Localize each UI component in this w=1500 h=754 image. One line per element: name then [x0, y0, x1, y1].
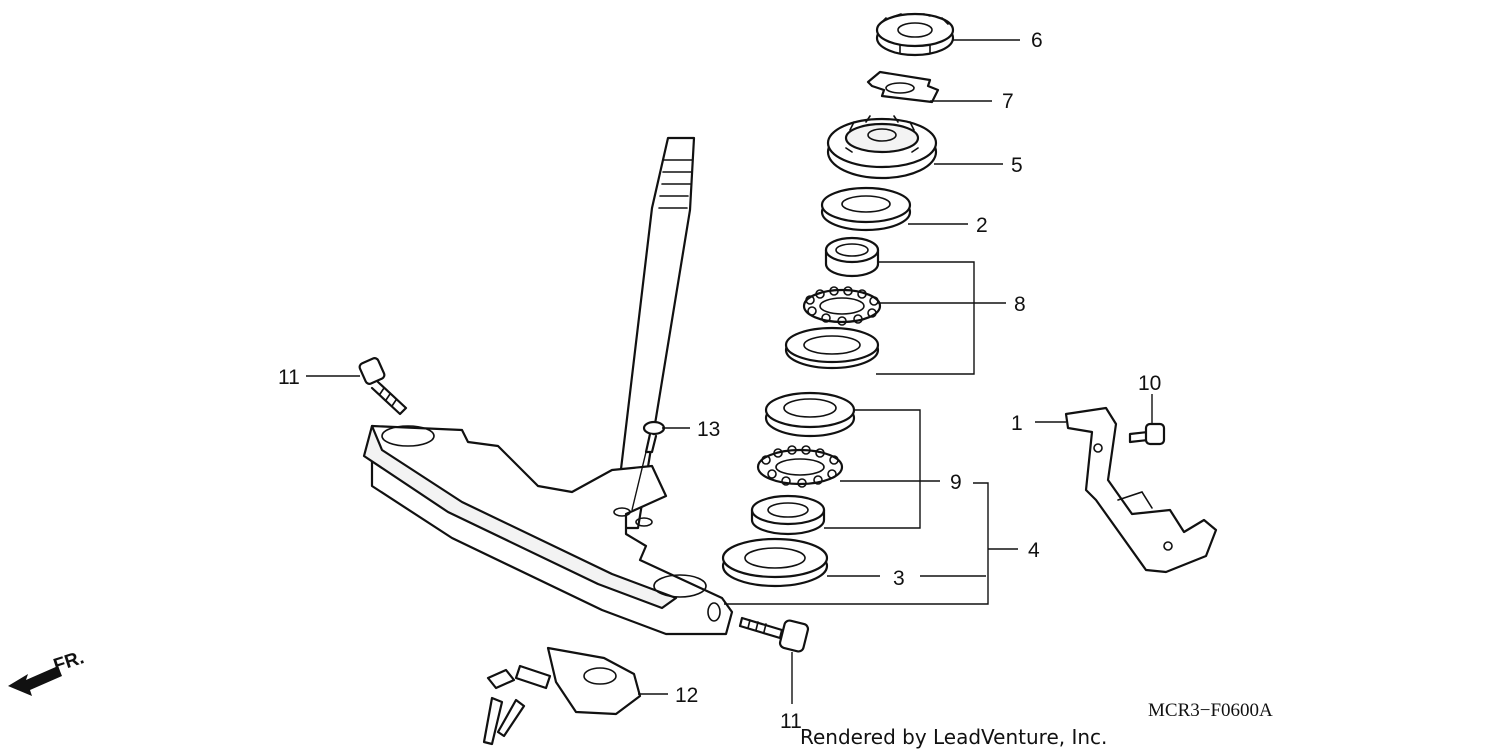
front-indicator: FR. [8, 647, 87, 696]
steering-stem [362, 136, 734, 636]
callout-9: 9 [950, 471, 962, 494]
part-6-lock-nut [875, 12, 955, 57]
part-11-bolt-lower [738, 616, 810, 653]
render-credit: Rendered by LeadVenture, Inc. [800, 725, 1107, 749]
callout-12: 12 [675, 684, 698, 707]
part-1-bracket [1064, 406, 1218, 574]
callout-13: 13 [697, 418, 720, 441]
part-11-bolt-upper [358, 357, 408, 416]
callout-1: 1 [1011, 412, 1023, 435]
part-5-adjusting-nut [826, 115, 938, 180]
callout-2: 2 [976, 214, 988, 237]
callout-numbers: 6 7 5 2 8 9 4 3 1 10 11 13 11 12 [278, 29, 1161, 733]
leader-lines [306, 39, 1153, 704]
part-2-dust-seal [820, 186, 912, 232]
part-12-ignition-switch [482, 646, 642, 746]
part-10-small-bolt [1128, 422, 1166, 446]
callout-6: 6 [1031, 29, 1043, 52]
part-9-lower-bearing-set [750, 391, 856, 536]
part-3-dust-seal [721, 537, 829, 588]
callout-5: 5 [1011, 154, 1023, 177]
callout-10: 10 [1138, 372, 1161, 395]
part-7-lock-washer [866, 70, 940, 104]
diagram-code: MCR3−F0600A [1148, 700, 1273, 721]
callout-4: 4 [1028, 539, 1040, 562]
callout-11-upper: 11 [278, 366, 300, 389]
front-label: FR. [51, 647, 87, 676]
callout-8: 8 [1014, 293, 1026, 316]
callout-7: 7 [1002, 90, 1014, 113]
callout-3: 3 [893, 567, 905, 590]
front-arrow-icon [8, 666, 62, 696]
callout-11-lower: 11 [780, 710, 802, 733]
part-8-upper-bearing-set [784, 236, 882, 370]
